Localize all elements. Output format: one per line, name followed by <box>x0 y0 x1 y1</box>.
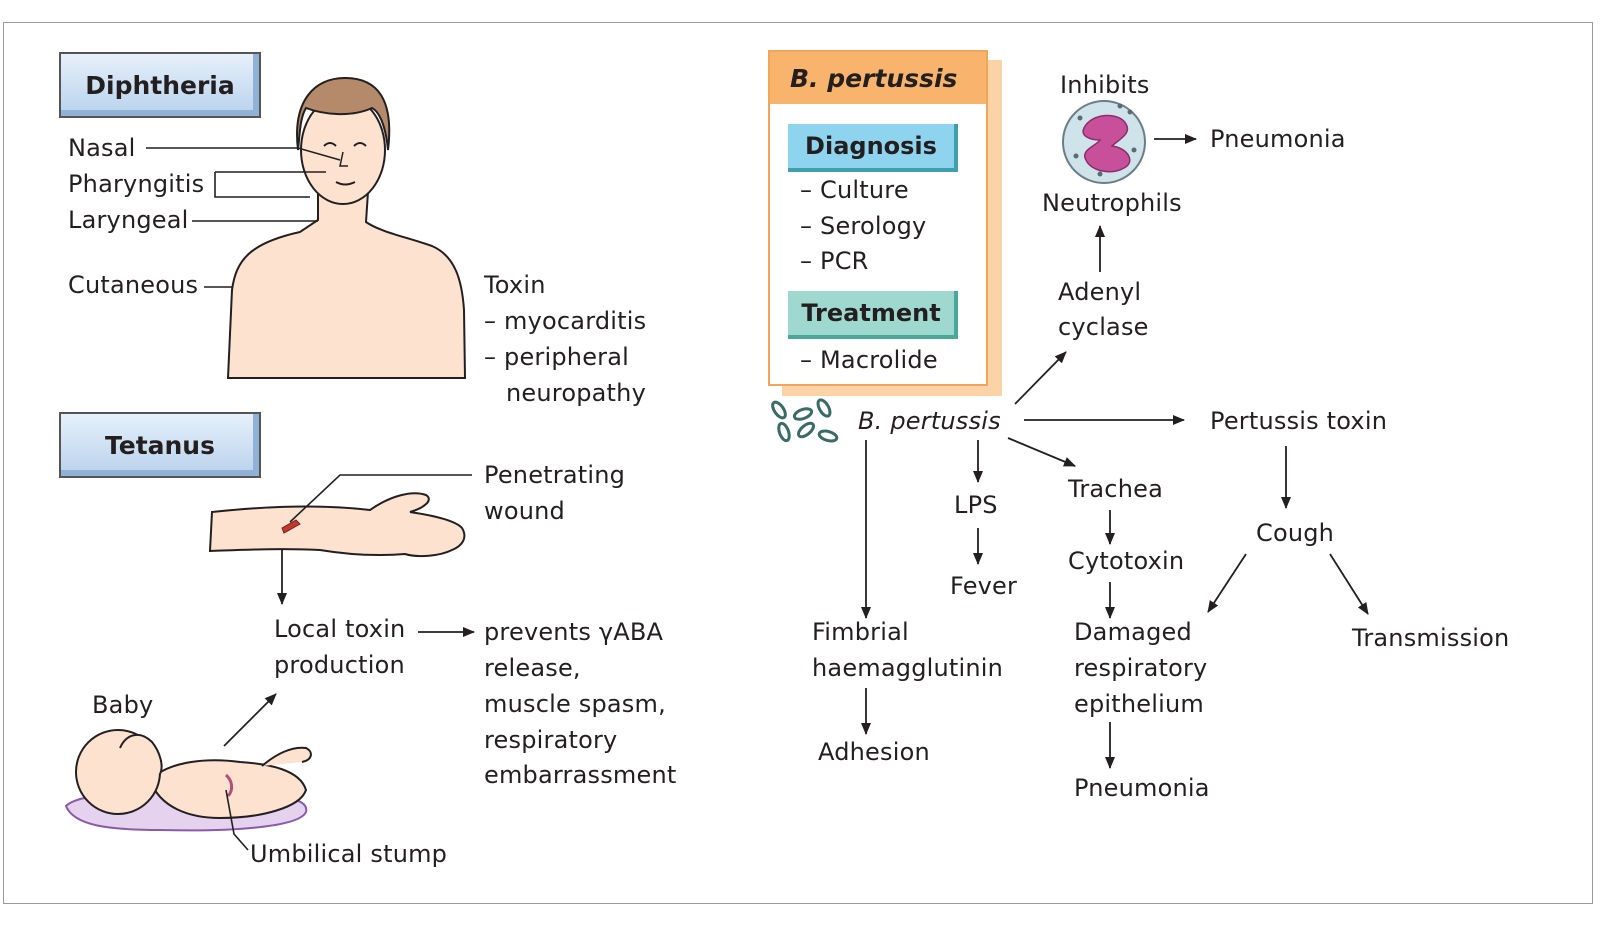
label-respiratory-2: respiratory <box>1074 654 1208 682</box>
label-respiratory: respiratory <box>484 726 618 754</box>
diphtheria-title: Diphtheria <box>59 52 261 118</box>
label-fimbrial: Fimbrial <box>812 618 909 646</box>
man-figure <box>226 76 467 379</box>
label-release: release, <box>484 654 581 682</box>
label-cough: Cough <box>1256 519 1335 547</box>
label-lps: LPS <box>954 491 998 519</box>
label-neuropathy: neuropathy <box>506 379 646 407</box>
tetanus-title: Tetanus <box>59 412 261 478</box>
diagnosis-item-pcr: – PCR <box>800 247 869 275</box>
label-baby: Baby <box>92 691 154 719</box>
umbilical-leader <box>225 789 249 851</box>
baby-drawing <box>64 729 312 832</box>
neutrophil-icon <box>1062 100 1146 184</box>
label-inhibits: Inhibits <box>1060 71 1150 99</box>
diagnosis-item-culture: – Culture <box>800 176 909 204</box>
label-production: production <box>274 651 405 679</box>
label-muscle-spasm: muscle spasm, <box>484 690 666 718</box>
label-penetrating: Penetrating <box>484 461 626 489</box>
label-prevents-gaba: prevents γABA <box>484 618 664 646</box>
treatment-label: Treatment <box>801 299 941 327</box>
pertussis-panel-title: B. pertussis <box>770 52 986 104</box>
label-transmission: Transmission <box>1352 624 1510 652</box>
label-adenyl: Adenyl <box>1058 278 1142 306</box>
label-embarrassment: embarrassment <box>484 761 677 789</box>
label-pertussis-toxin: Pertussis toxin <box>1210 407 1388 435</box>
label-laryngeal: Laryngeal <box>68 206 189 234</box>
wound-leader <box>289 474 472 523</box>
bacteria-icon <box>771 398 839 443</box>
label-pneumonia-bottom: Pneumonia <box>1074 774 1210 802</box>
figure-frame <box>3 22 1593 904</box>
label-wound: wound <box>484 497 565 525</box>
arm-drawing <box>208 492 466 558</box>
label-nasal: Nasal <box>68 134 136 162</box>
label-haemagglutinin: haemagglutinin <box>812 654 1004 682</box>
label-epithelium: epithelium <box>1074 690 1204 718</box>
diagnosis-item-serology: – Serology <box>800 212 927 240</box>
label-umbilical-stump: Umbilical stump <box>250 840 448 868</box>
label-trachea: Trachea <box>1068 475 1163 503</box>
label-damaged: Damaged <box>1074 618 1192 646</box>
treatment-item-macrolide: – Macrolide <box>800 346 938 374</box>
arrow-baby-to-toxin <box>223 693 277 747</box>
pertussis-panel-title-text: B. pertussis <box>790 63 958 93</box>
label-toxin: Toxin <box>484 271 546 299</box>
label-adhesion: Adhesion <box>818 738 930 766</box>
label-pharyngitis: Pharyngitis <box>68 170 205 198</box>
label-myocarditis: – myocarditis <box>484 307 647 335</box>
man-torso <box>226 191 467 379</box>
label-cyclase: cyclase <box>1058 313 1149 341</box>
label-cytotoxin: Cytotoxin <box>1068 547 1185 575</box>
man-hair <box>296 76 391 151</box>
label-fever: Fever <box>950 572 1018 600</box>
diagnosis-label: Diagnosis <box>805 132 937 160</box>
label-organism: B. pertussis <box>858 407 1001 435</box>
diphtheria-leaders <box>146 147 341 288</box>
label-local-toxin: Local toxin <box>274 615 406 643</box>
diphtheria-title-text: Diphtheria <box>85 70 235 100</box>
label-peripheral: – peripheral <box>484 343 630 371</box>
treatment-tag: Treatment <box>788 291 958 339</box>
label-pneumonia-top: Pneumonia <box>1210 125 1346 153</box>
diagnosis-tag: Diagnosis <box>788 124 958 172</box>
label-neutrophils: Neutrophils <box>1042 189 1182 217</box>
tetanus-title-text: Tetanus <box>105 430 215 460</box>
pertussis-arrows <box>861 134 1369 769</box>
label-cutaneous: Cutaneous <box>68 271 199 299</box>
